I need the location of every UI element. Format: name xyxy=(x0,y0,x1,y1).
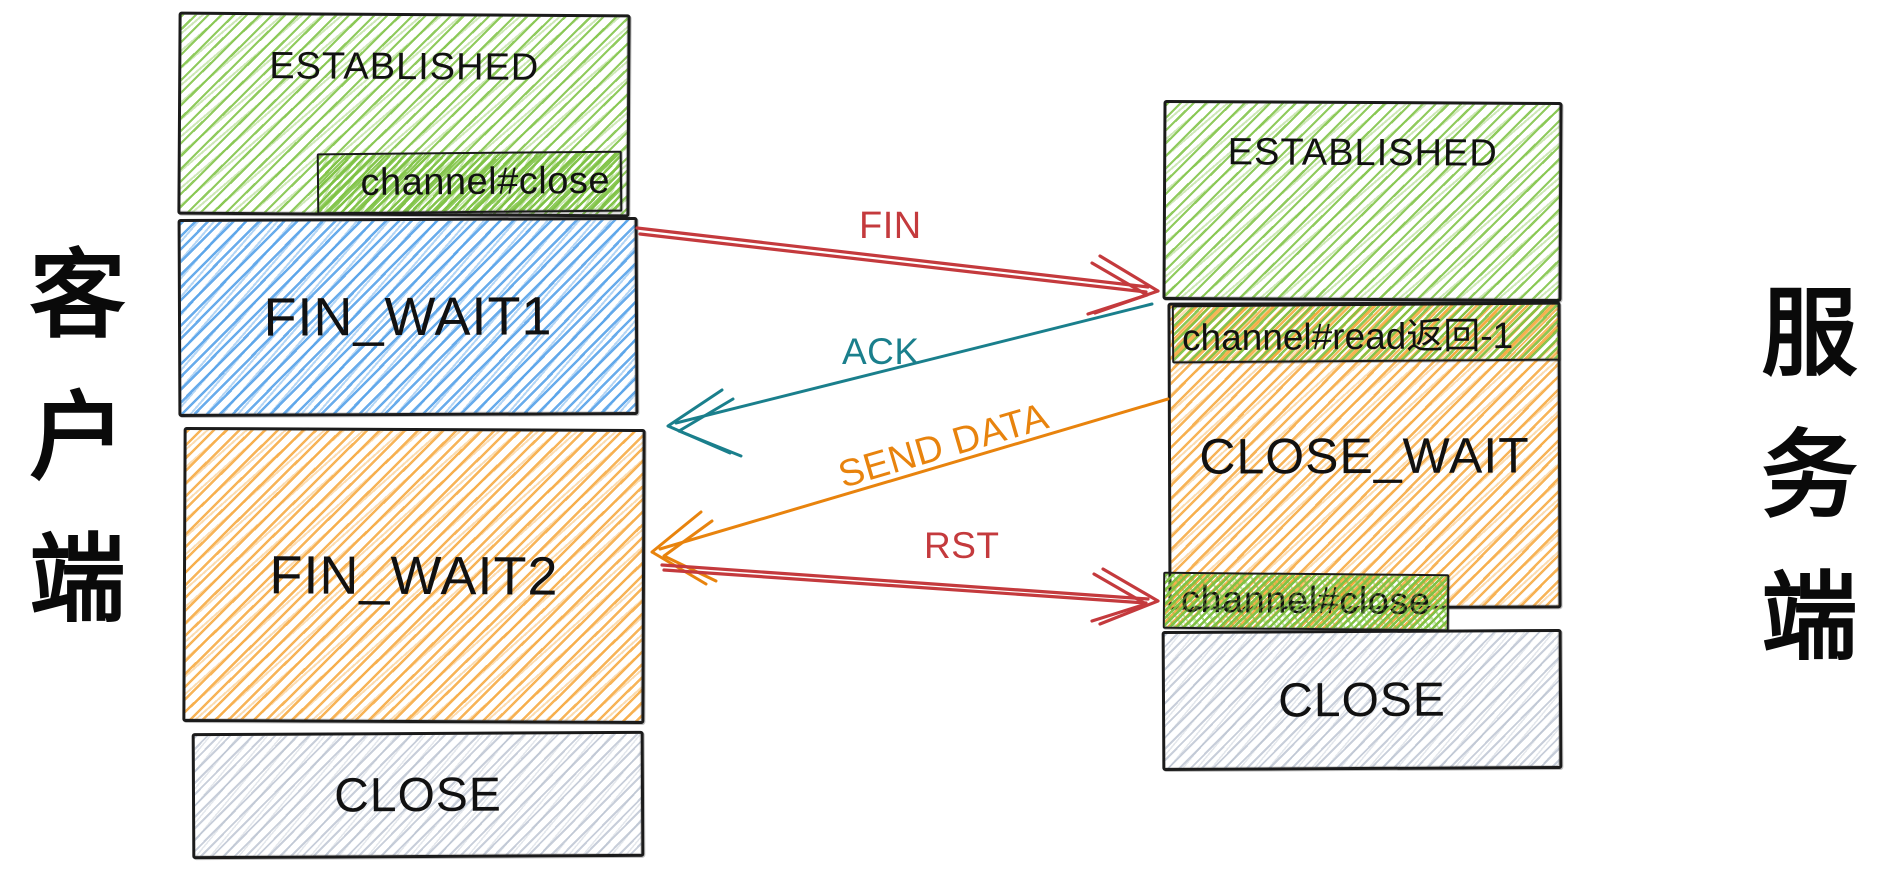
client-established-label: ESTABLISHED xyxy=(269,45,540,89)
client-fin-wait1-label: FIN_WAIT1 xyxy=(263,286,553,348)
client-close-box: CLOSE xyxy=(191,730,645,860)
fin-arrowhead2 xyxy=(1086,261,1149,316)
fin-arrowhead xyxy=(1093,254,1160,315)
ack-arrow xyxy=(666,302,1154,458)
fin-arrow-line2 xyxy=(638,232,1148,294)
server-close-wait-label: CLOSE_WAIT xyxy=(1199,426,1530,485)
client-fin-wait1-box: FIN_WAIT1 xyxy=(177,216,639,418)
server-close-label: CLOSE xyxy=(1277,673,1446,727)
server-channel-read-label: channel#read返回-1 xyxy=(1181,314,1514,359)
rst-arrow xyxy=(660,563,1160,626)
ack-label: ACK xyxy=(842,331,920,372)
server-channel-close-box: channel#close xyxy=(1162,571,1450,632)
server-established-box: ESTABLISHED xyxy=(1162,99,1563,303)
server-established-label: ESTABLISHED xyxy=(1227,131,1498,175)
send-data-arrowhead2 xyxy=(662,519,718,583)
client-fin-wait2-label: FIN_WAIT2 xyxy=(269,544,559,607)
client-close-label: CLOSE xyxy=(333,768,502,822)
send-data-arrowhead xyxy=(650,510,708,586)
server-side-label: 服务端 xyxy=(1747,282,1854,708)
rst-arrowhead2 xyxy=(1090,572,1148,623)
send-data-arrow-line xyxy=(658,397,1170,551)
client-side-label: 客户端 xyxy=(15,244,122,670)
client-channel-close-box: channel#close xyxy=(316,150,623,215)
fin-arrow-line xyxy=(635,226,1150,289)
ack-arrowhead xyxy=(666,388,732,455)
client-channel-close-label: channel#close xyxy=(360,159,611,204)
send-data-label: SEND DATA xyxy=(834,396,1054,497)
fin-label: FIN xyxy=(859,205,922,247)
rst-arrow-line xyxy=(660,563,1150,601)
rst-arrow-line2 xyxy=(662,568,1148,605)
ack-arrowhead2 xyxy=(677,397,743,458)
send-data-arrow xyxy=(650,397,1170,586)
rst-arrowhead xyxy=(1098,567,1160,626)
client-fin-wait2-box: FIN_WAIT2 xyxy=(182,426,646,725)
fin-arrow xyxy=(635,226,1160,316)
server-channel-read-box: channel#read返回-1 xyxy=(1171,302,1561,364)
rst-label: RST xyxy=(924,525,1000,566)
server-close-box: CLOSE xyxy=(1161,628,1563,772)
ack-arrow-line xyxy=(674,302,1154,425)
server-channel-close-label: channel#close xyxy=(1180,578,1431,624)
